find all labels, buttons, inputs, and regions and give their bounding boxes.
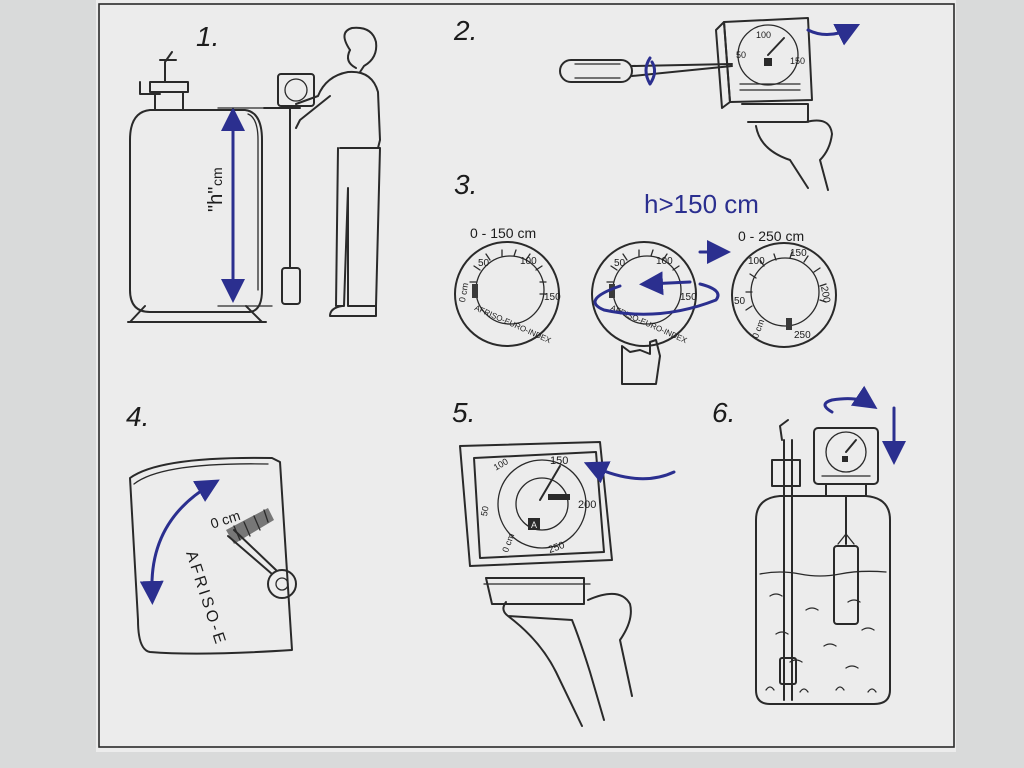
range-large-label: 0 - 250 cm — [738, 228, 804, 244]
gauge5-tick-4: 200 — [578, 499, 596, 511]
gauge5-base — [485, 577, 585, 605]
gauge-large-tick-4: 200 — [818, 285, 832, 304]
rotate-arrow-box — [806, 23, 861, 46]
gauge5-letter: A — [531, 520, 537, 530]
gauge-small-tick-0: 0 cm — [457, 282, 470, 303]
tank-valve — [139, 51, 177, 95]
step-5-gauge: A 0 cm 50 100 150 200 250 — [459, 441, 613, 567]
tank-outline — [129, 109, 263, 313]
tank-fitting — [149, 81, 189, 111]
tank-legs — [127, 305, 267, 323]
pipe-weight — [779, 657, 797, 685]
gauge5-tick-1: 50 — [479, 505, 491, 517]
step-6-panel: 6. — [712, 385, 906, 705]
float — [833, 545, 859, 625]
step-1-panel: 1. "h" cm — [127, 21, 381, 323]
step-5-number: 5. — [452, 397, 475, 428]
gauge-small-tick-1: 50 — [478, 258, 490, 269]
screwdriver-icon — [559, 59, 733, 83]
hand-step-2 — [741, 103, 833, 191]
swing-arrow — [139, 479, 220, 605]
step-2-gauge: 100 150 50 — [715, 17, 813, 109]
range-small-label: 0 - 150 cm — [470, 225, 536, 241]
step-4-number: 4. — [126, 401, 149, 432]
step-6-number: 6. — [712, 397, 735, 428]
step-1-number: 1. — [196, 21, 219, 52]
dial-needle — [227, 529, 277, 575]
turn-arrow — [583, 461, 676, 484]
hand-step-3 — [621, 339, 661, 385]
tank-6-sediment — [765, 686, 877, 693]
gauge-large-tick-2: 100 — [748, 256, 765, 267]
gauge-small-tick-3: 150 — [544, 292, 561, 303]
svg-text:100: 100 — [656, 256, 673, 267]
fill-pipe — [783, 439, 793, 701]
dial-pivot — [267, 569, 297, 599]
gauge-large-tick-1: 50 — [734, 296, 746, 307]
tank-6-liquid-surface — [759, 570, 887, 577]
svg-text:100: 100 — [756, 30, 771, 40]
tank-6-outline — [755, 495, 891, 705]
gauge-0-250: 0 cm 50 100 150 200 250 — [731, 242, 837, 348]
dial-closeup-outline — [129, 456, 293, 655]
gauge-small-tick-2: 100 — [520, 256, 537, 267]
step-3-heading: h>150 cm — [644, 189, 759, 219]
rotate-arrow-screw — [644, 56, 657, 86]
held-gauge — [277, 73, 315, 107]
dip-weight — [281, 267, 301, 305]
height-unit: cm — [209, 167, 225, 186]
svg-text:150: 150 — [680, 292, 697, 303]
person-figure — [295, 26, 381, 317]
frame-border — [98, 3, 955, 748]
svg-text:50: 50 — [736, 50, 746, 60]
gauge-large-tick-3: 150 — [790, 248, 807, 259]
hand-step-5 — [502, 593, 633, 727]
gauge5-tick-3: 150 — [550, 455, 568, 467]
dip-rod — [263, 107, 301, 269]
svg-text:50: 50 — [614, 258, 626, 269]
gauge-large-tick-5: 250 — [794, 330, 811, 341]
height-dimension: "h" cm — [205, 107, 273, 307]
step-2-panel: 2. 100 150 50 — [453, 15, 861, 191]
rotate-ring-arrow — [593, 282, 720, 316]
step-3-number: 3. — [454, 169, 477, 200]
step-5-panel: 5. A 0 cm 50 100 150 200 250 — [452, 397, 676, 727]
tank-inner-line — [247, 113, 259, 291]
fill-valve — [771, 419, 801, 487]
svg-text:150: 150 — [790, 56, 805, 66]
height-label: "h" — [205, 187, 227, 212]
step-2-number: 2. — [453, 15, 477, 46]
rotate-arrow-6 — [823, 385, 878, 414]
